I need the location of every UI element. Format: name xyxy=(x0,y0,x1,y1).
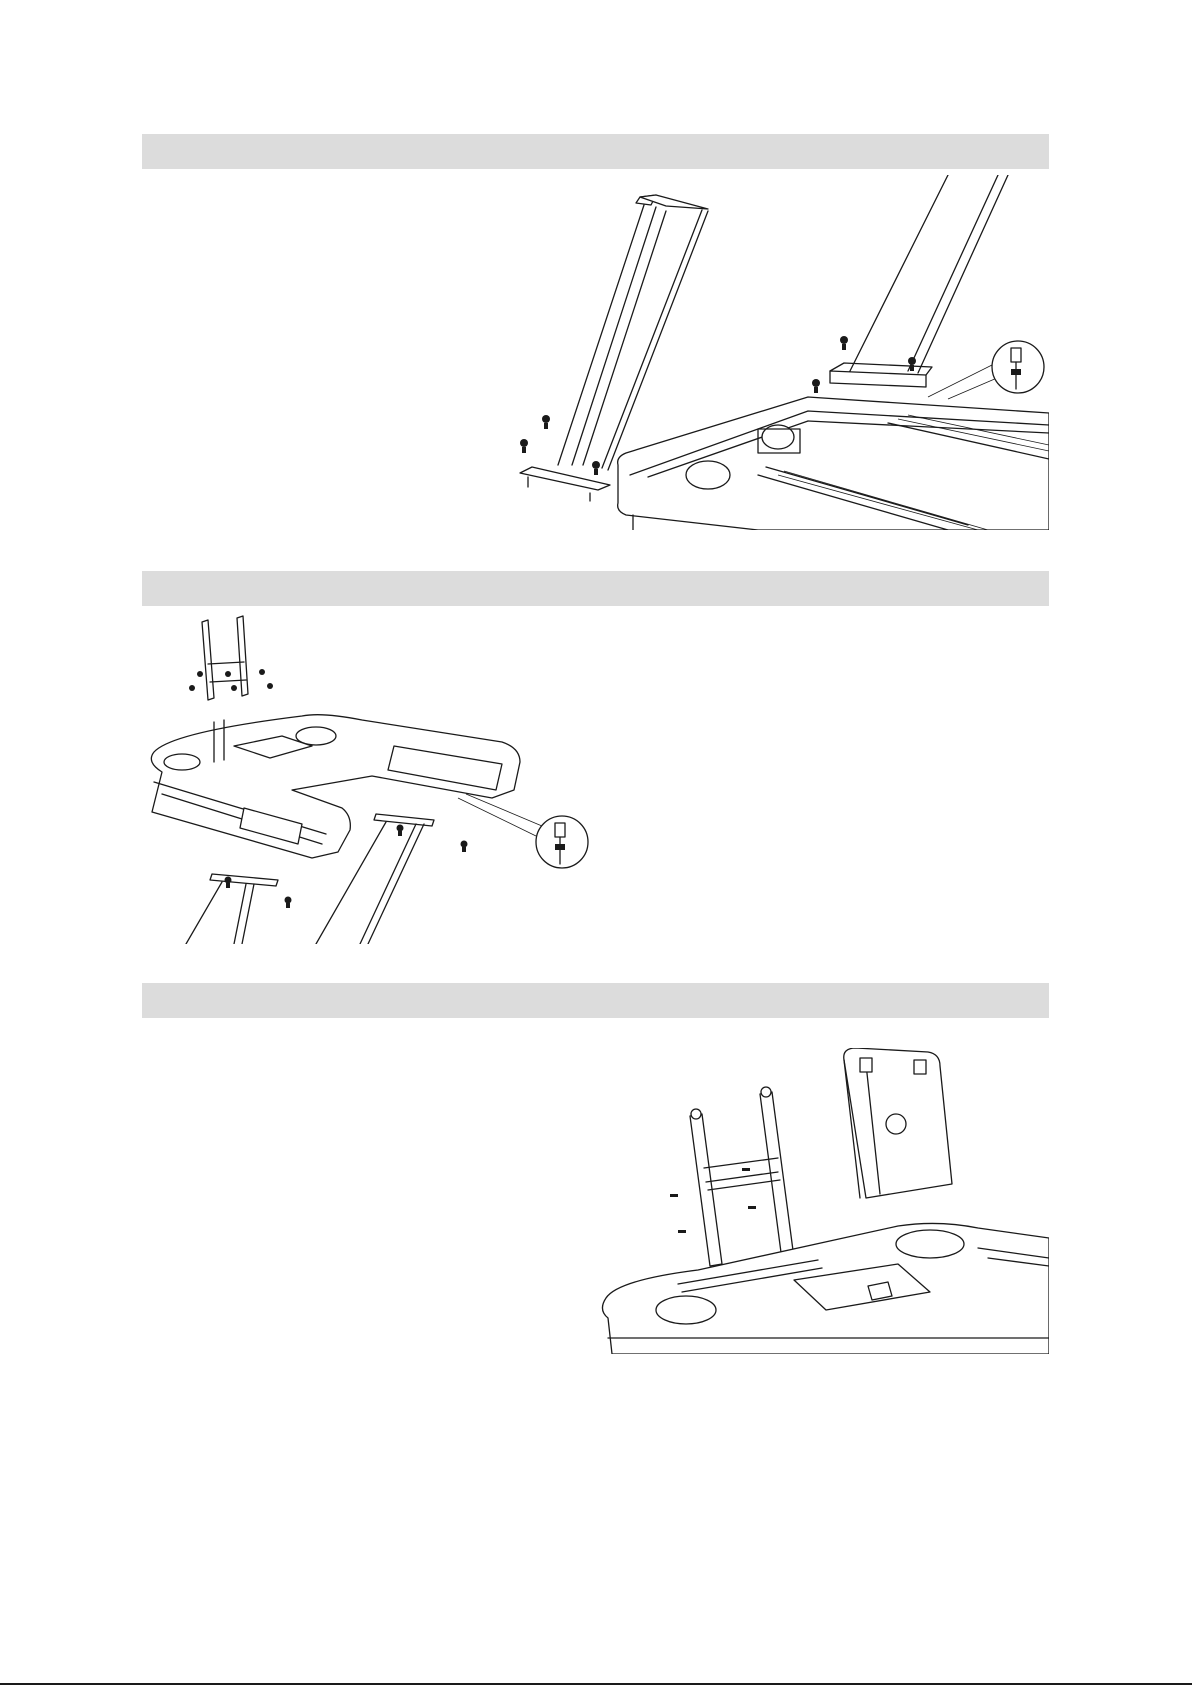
cable-connector-icon xyxy=(992,341,1044,393)
handlebar-bracket xyxy=(202,616,248,700)
screw-icon xyxy=(285,897,292,909)
console-back-panel xyxy=(844,1048,952,1198)
screw-icon xyxy=(542,415,550,429)
screw-icon xyxy=(397,825,404,837)
console-frame xyxy=(602,1223,1049,1354)
screw-icon xyxy=(840,336,848,350)
illustration-console-frame-assembly xyxy=(142,612,597,944)
screw-icon xyxy=(678,1230,686,1233)
screw-icon xyxy=(748,1206,756,1209)
illustration-console-mounting xyxy=(598,1048,1049,1354)
screw-icon xyxy=(520,439,528,453)
screw-icon xyxy=(225,877,232,889)
screw-icon xyxy=(812,379,820,393)
illustration-upright-assembly xyxy=(508,175,1049,530)
screw-icon xyxy=(461,841,468,853)
screw-icon xyxy=(670,1194,678,1197)
cable-connector-icon xyxy=(536,816,588,868)
section-header-step-2 xyxy=(142,571,1049,606)
section-heading xyxy=(142,134,1049,150)
screw-icon xyxy=(189,669,273,691)
console-frame xyxy=(151,715,520,858)
mounting-bracket xyxy=(690,1087,794,1266)
section-heading xyxy=(142,983,1049,999)
treadmill-base-frame xyxy=(618,397,1049,530)
right-upright-tube xyxy=(830,175,1008,387)
section-header-step-3 xyxy=(142,983,1049,1018)
screw-icon xyxy=(592,461,600,475)
screw-icon xyxy=(742,1168,750,1171)
section-header-step-1 xyxy=(142,134,1049,169)
section-heading xyxy=(142,571,1049,587)
